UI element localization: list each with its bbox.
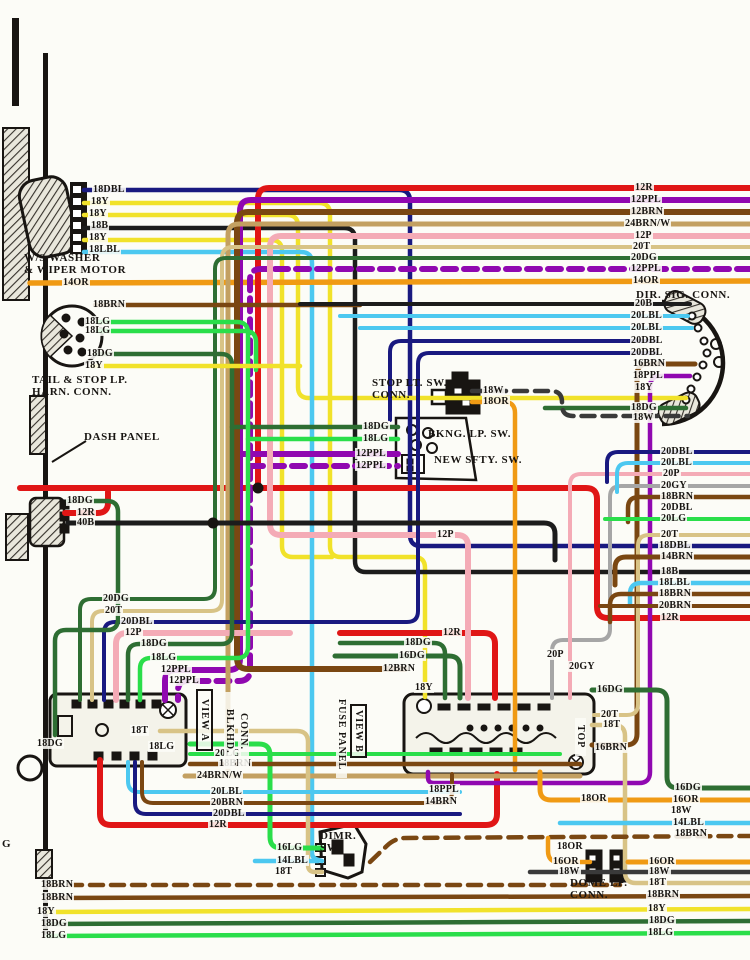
wire-or-6 — [27, 278, 750, 286]
dash-panel-structure — [2, 18, 87, 935]
wire-lbl-5 — [81, 249, 325, 864]
hatched-panel — [2, 127, 30, 301]
wire-dbl-45 — [605, 450, 750, 484]
wire-t-49 — [592, 533, 750, 717]
junction-dot — [207, 517, 219, 529]
wire-dg-74 — [45, 918, 750, 927]
hatched-block-2 — [5, 513, 29, 561]
junction-dot — [252, 482, 264, 494]
wire-lg-27 — [95, 319, 251, 703]
wire-lg-75 — [45, 930, 750, 939]
wire-p-44 — [568, 472, 750, 700]
wire-dbl-24 — [388, 339, 657, 422]
wire-b-3 — [81, 225, 750, 575]
wire-lbl-62 — [126, 760, 462, 794]
dome-lamp-connector — [585, 849, 627, 883]
wires-layer — [17, 185, 750, 939]
wire-r-11 — [97, 757, 500, 828]
wire-r-8 — [17, 485, 750, 621]
wire-or-42 — [537, 769, 750, 803]
hatched-block-3 — [35, 849, 53, 879]
wire-lg-29 — [95, 328, 259, 373]
wire-dg-22 — [78, 256, 750, 702]
pillar-bar — [12, 18, 19, 106]
wire-lg-59 — [187, 741, 325, 851]
junction-dots — [207, 482, 264, 529]
wire-p-19 — [267, 233, 750, 701]
wire-y-73 — [45, 906, 750, 915]
wire-b-33 — [65, 520, 558, 563]
wire-dg-56 — [589, 687, 750, 791]
wire-r-10 — [337, 630, 498, 701]
wire-t-21 — [90, 245, 750, 702]
wire-or-68 — [545, 835, 593, 865]
wire-dg-55 — [332, 653, 463, 701]
ignition-feed-connector — [28, 496, 70, 548]
hatched-block-1 — [29, 395, 47, 455]
wire-dg-25 — [92, 351, 235, 703]
wire-brn-50 — [612, 554, 750, 588]
wire-gy-43 — [550, 484, 750, 700]
wire-brn-47 — [625, 494, 750, 525]
wire-dbl-64 — [133, 760, 462, 816]
wire-brnw-17 — [225, 221, 750, 779]
dash-panel-leader-line — [51, 440, 87, 463]
wire-y-1 — [81, 200, 428, 700]
dimmer-switch — [315, 822, 368, 880]
wire-w-40 — [469, 388, 691, 419]
wire-dg-32 — [52, 498, 121, 738]
wire-dbl-23 — [102, 351, 657, 702]
wire-y-4 — [81, 237, 335, 560]
wiper-motor — [17, 175, 87, 259]
tail-stop-harness-connector — [40, 304, 104, 368]
firewall-line — [43, 53, 48, 935]
wire-brn-16 — [234, 209, 750, 672]
wire-brn-67 — [367, 833, 750, 865]
wire-lbl-46 — [615, 461, 750, 494]
wire-brn-72 — [45, 893, 750, 901]
